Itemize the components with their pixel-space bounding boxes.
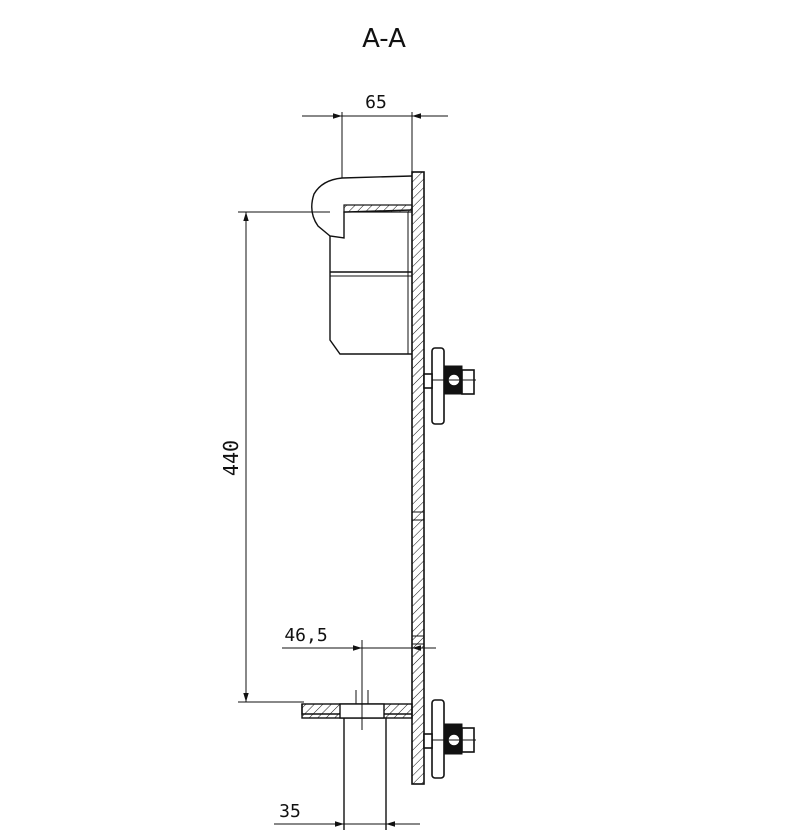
dim-label-46-5: 46,5 xyxy=(284,625,327,646)
dimension-height: 440 xyxy=(219,211,330,703)
upper-bolt xyxy=(423,347,476,425)
lower-bolt xyxy=(423,699,476,779)
dim-label-65: 65 xyxy=(365,92,387,113)
dim-label-440: 440 xyxy=(219,440,243,476)
dimension-hole-offset: 46,5 xyxy=(282,625,436,651)
section-title: A-A xyxy=(362,24,406,54)
dimension-bottom-width: 35 xyxy=(274,801,420,827)
dim-label-35: 35 xyxy=(279,801,301,822)
bottom-bracket xyxy=(301,640,413,830)
top-clamp xyxy=(311,175,413,355)
dimension-top-width: 65 xyxy=(302,92,448,178)
mounting-plate xyxy=(411,171,425,785)
